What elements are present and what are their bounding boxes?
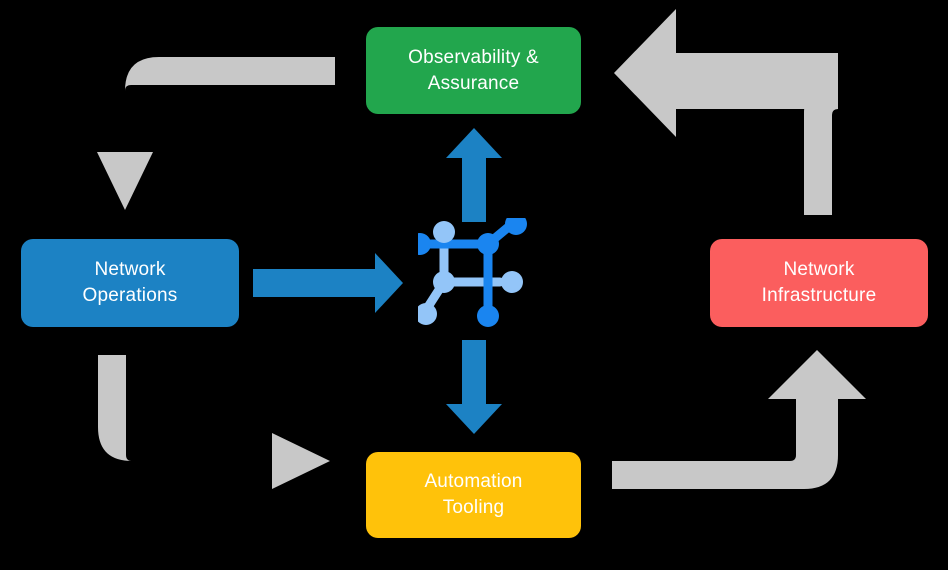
network-topology-icon: [418, 218, 527, 327]
box-network-infrastructure[interactable]: Network Infrastructure: [710, 239, 928, 327]
gray-arrow-infrastructure-to-observability: [614, 9, 838, 215]
blue-arrow-center-to-automation: [446, 340, 502, 434]
gray-arrow-observability-to-operations: [97, 57, 335, 210]
blue-arrow-center-to-observability: [446, 128, 502, 222]
box-automation-tooling[interactable]: Automation Tooling: [366, 452, 581, 538]
box-observability-assurance[interactable]: Observability & Assurance: [366, 27, 581, 114]
gray-arrow-operations-to-automation: [98, 355, 330, 489]
box-network-operations[interactable]: Network Operations: [21, 239, 239, 327]
blue-arrow-operations-to-center: [253, 253, 403, 313]
gray-arrow-automation-to-infrastructure: [612, 350, 866, 489]
